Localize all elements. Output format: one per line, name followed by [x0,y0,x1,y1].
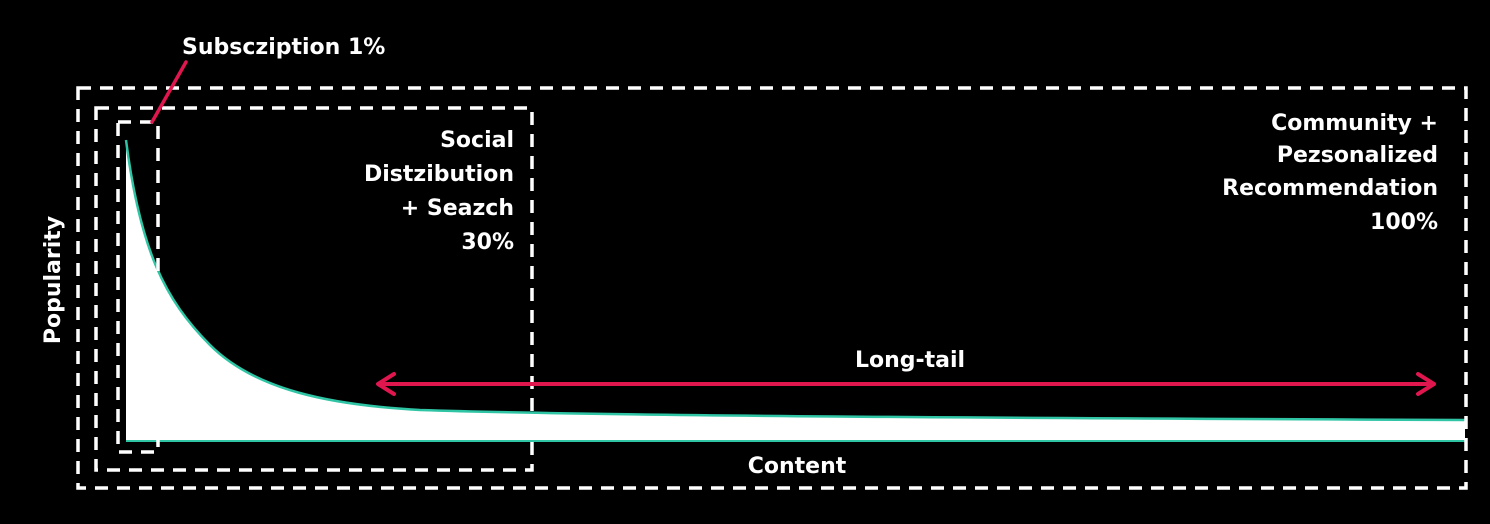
popularity-curve-edge [124,139,1466,422]
social-label-line-1: Social [440,128,514,153]
community-label-line-2: Pezsonalized [1277,143,1438,168]
social-label-line-2: Distzibution [364,162,514,187]
y-axis-label: Popularity [41,216,66,344]
popularity-curve-area [126,140,1465,440]
social-label-line-3: + Seazch [401,196,514,221]
subscription-region-box [116,120,160,454]
community-label-line-3: Recommendation [1222,176,1438,201]
community-label-line-1: Community + [1271,111,1438,136]
community-label-line-4: 100% [1370,210,1438,235]
long-tail-label: Long-tail [855,348,965,373]
social-label-line-4: 30% [461,230,514,255]
subscription-pointer-line [150,60,188,124]
social-region-box [94,106,534,472]
community-region-box [76,86,1468,490]
subscription-label: Subscziption 1% [182,35,385,60]
x-axis-label: Content [748,454,847,479]
long-tail-arrow [376,372,1436,396]
